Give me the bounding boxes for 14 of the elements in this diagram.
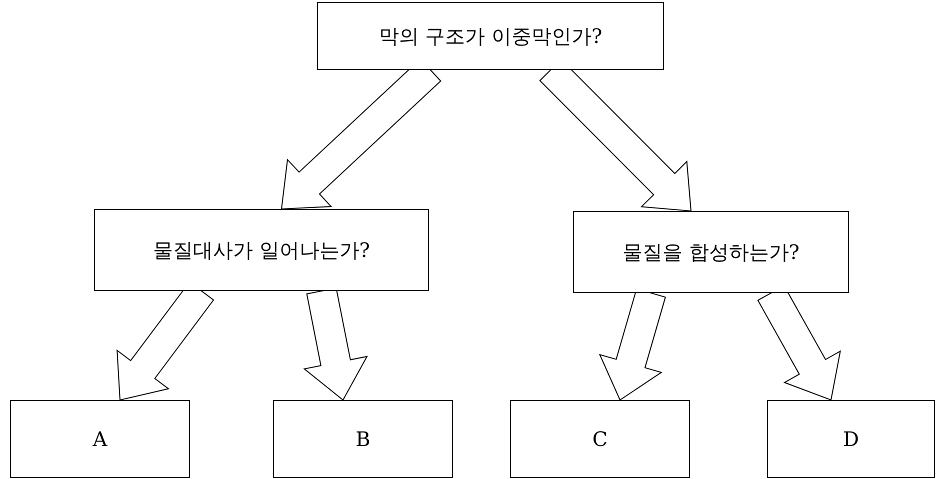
- question-text: D: [842, 427, 860, 451]
- question-text: B: [356, 427, 370, 451]
- question-box: [317, 2, 664, 70]
- question-box: [767, 400, 935, 478]
- question-text: 물질을 합성하는가?: [622, 238, 800, 266]
- question-box: [573, 211, 849, 293]
- question-box: [273, 400, 453, 478]
- question-box: [510, 400, 690, 478]
- question-text: A: [92, 427, 108, 451]
- question-box: [10, 400, 190, 478]
- question-text: 막의 구조가 이중막인가?: [378, 22, 602, 50]
- question-text: C: [592, 427, 608, 451]
- question-box: [94, 209, 429, 291]
- question-text: 물질대사가 일어나는가?: [152, 236, 370, 264]
